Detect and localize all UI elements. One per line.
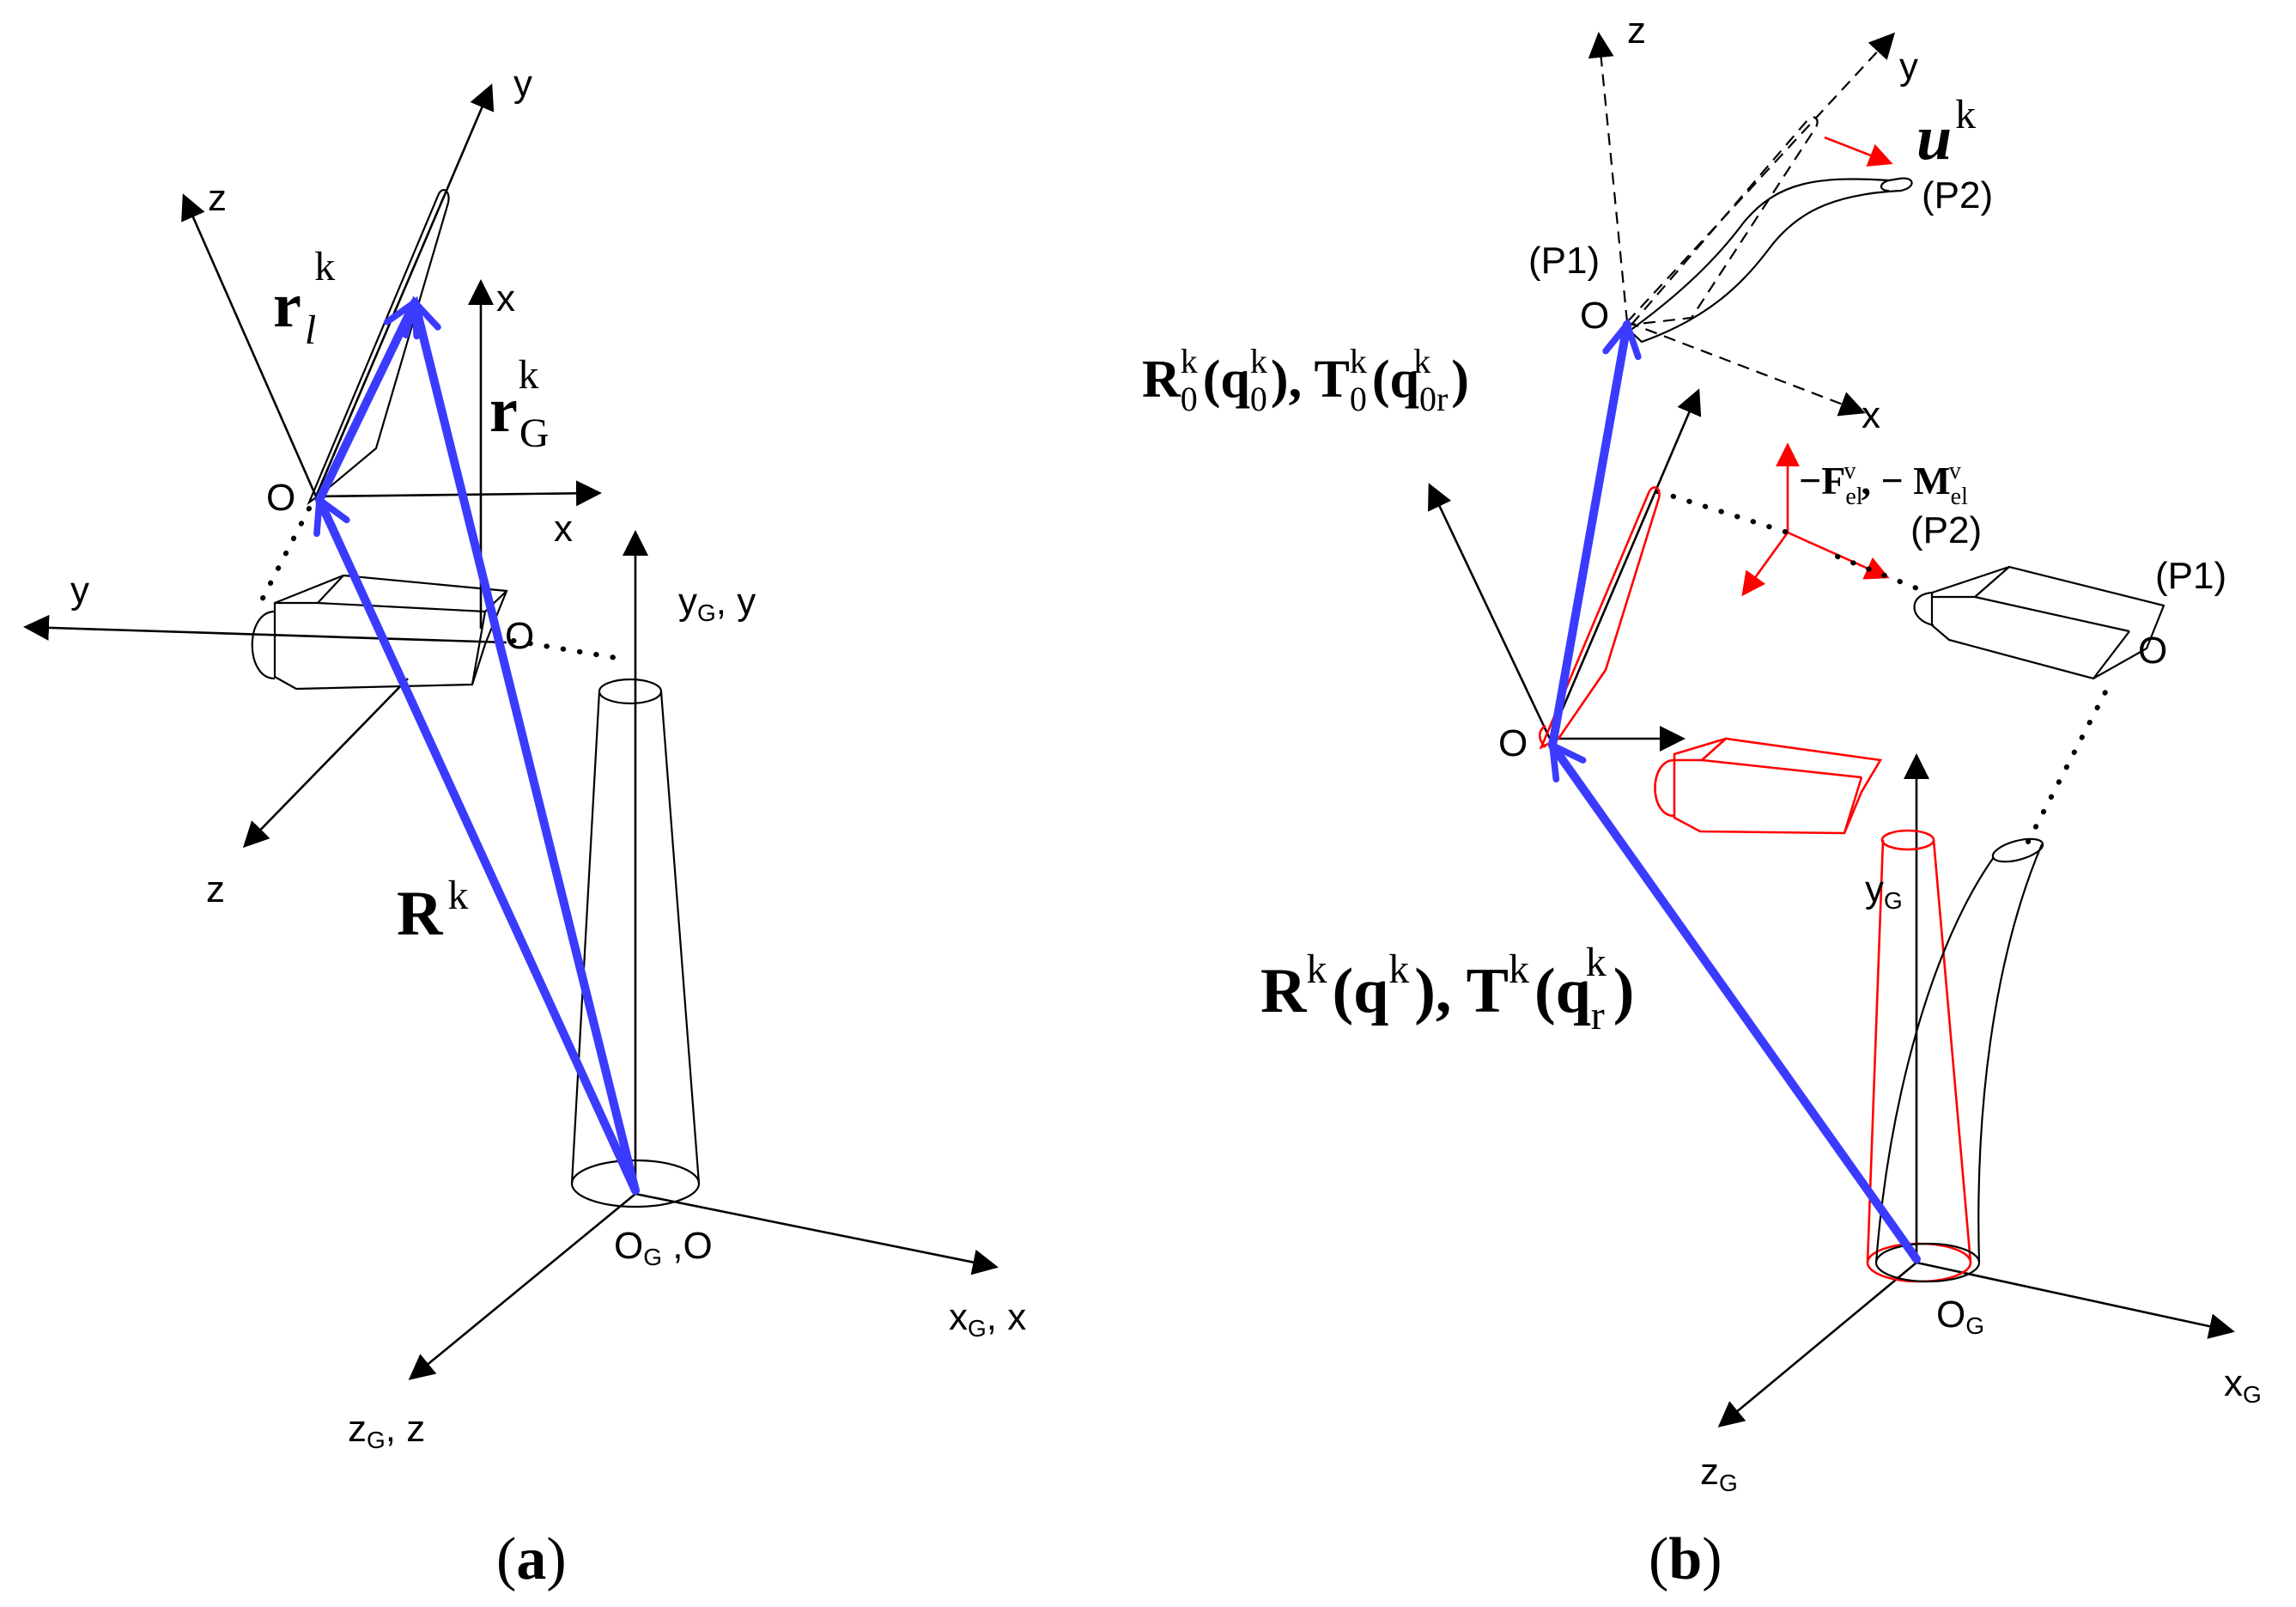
label-b-zG: zG bbox=[1700, 1451, 1738, 1496]
b-vector-R bbox=[1548, 746, 1921, 1263]
b-lower-y-axis bbox=[1548, 388, 1702, 740]
label-b-force: −Felv, − Melv bbox=[1799, 458, 1968, 510]
panel-b-nacelle-undeformed bbox=[1654, 737, 1883, 835]
label-b-O-top: O bbox=[1580, 295, 1609, 337]
blade-z-axis bbox=[181, 193, 318, 497]
label-b-eq1: R0k(q0k), T0k(q0rk) bbox=[1142, 342, 1469, 418]
label-u: uk bbox=[1916, 92, 1976, 173]
label-b-y-top: y bbox=[1899, 46, 1918, 88]
panel-b-nacelle-deformed bbox=[1913, 565, 2165, 680]
b-upper-y-axis bbox=[1626, 32, 1896, 323]
label-a-x-right: x bbox=[554, 508, 573, 550]
b-upper-z-axis bbox=[1588, 32, 1629, 323]
panel-b-blade-axes-upper bbox=[1588, 32, 1896, 417]
panel-a: y z x x O O y z yG, y OG ,O xG, x zG, z … bbox=[23, 63, 1026, 1592]
label-b-P2-top: (P2) bbox=[1922, 174, 1993, 216]
label-rl: rlk bbox=[273, 244, 335, 353]
b-dotted-mid-2 bbox=[1835, 554, 1926, 593]
vector-rl bbox=[315, 302, 415, 504]
displacement-u-arrow bbox=[1824, 136, 1893, 167]
label-b-z-top: z bbox=[1627, 9, 1646, 52]
label-a-O-upper: O bbox=[266, 477, 295, 519]
panel-b-blade-root bbox=[1538, 724, 1546, 748]
b-upper-x-axis bbox=[1626, 320, 1866, 417]
label-a-xG: xG, x bbox=[949, 1296, 1026, 1342]
label-b-x-dash: x bbox=[1862, 394, 1880, 436]
panel-a-blade-axes bbox=[181, 83, 602, 629]
panel-b-blade-undeformed bbox=[1539, 486, 1661, 750]
label-b-O-right: O bbox=[2138, 630, 2167, 672]
label-b-P1-right: (P1) bbox=[2155, 555, 2226, 597]
b-lower-z-axis bbox=[1428, 483, 1552, 740]
caption-b: (b) bbox=[1649, 1526, 1722, 1592]
label-a-y-top: y bbox=[513, 63, 532, 105]
b-dotted-tower-link bbox=[2026, 685, 2111, 844]
blade-y-axis bbox=[314, 83, 495, 497]
nacelle-z-axis bbox=[242, 678, 409, 849]
label-a-x-mid: x bbox=[496, 277, 515, 320]
label-a-z-top: z bbox=[208, 177, 227, 219]
label-b-O-left: O bbox=[1498, 722, 1528, 764]
label-b-OG: OG bbox=[1936, 1294, 1984, 1339]
panel-a-global-axes bbox=[408, 530, 999, 1380]
force-left-arrow bbox=[1741, 532, 1789, 597]
label-b-P2-mid: (P2) bbox=[1910, 509, 1982, 551]
b-dotted-mid-1 bbox=[1655, 489, 1790, 535]
panel-a-blade bbox=[307, 189, 450, 506]
b-zG-axis bbox=[1717, 1261, 1917, 1427]
dotted-link-1 bbox=[253, 506, 312, 614]
label-a-zG: zG, z bbox=[348, 1408, 425, 1453]
panel-b-tower-deformed bbox=[1874, 837, 2044, 1283]
nacelle-y-axis bbox=[23, 614, 507, 644]
blade-x-axis bbox=[315, 480, 602, 507]
label-a-yG: yG, y bbox=[678, 581, 756, 626]
label-a-OG: OG ,O bbox=[614, 1225, 713, 1270]
zG-axis bbox=[408, 1192, 636, 1380]
vector-R bbox=[319, 500, 640, 1195]
panel-a-tower bbox=[570, 678, 701, 1208]
dotted-link-2 bbox=[511, 638, 629, 662]
panel-b-blade-axes-lower bbox=[1428, 388, 1702, 752]
label-a-O-mid: O bbox=[505, 615, 534, 657]
label-b-xG: xG bbox=[2224, 1362, 2262, 1408]
label-a-y-left: y bbox=[70, 569, 89, 612]
panel-b: z y x uk (P2) (P1) O R0k(q0k), T0k(q0rk)… bbox=[1142, 9, 2262, 1592]
label-b-eq2: Rk(qk), Tk(qrk) bbox=[1260, 940, 1634, 1038]
vector-rG bbox=[415, 302, 640, 1195]
panel-b-blade-upper-undeformed bbox=[1629, 116, 1819, 326]
label-a-z-left: z bbox=[206, 868, 225, 910]
xG-axis bbox=[635, 1192, 999, 1275]
label-rG: rGk bbox=[489, 352, 550, 456]
label-b-P1-top: (P1) bbox=[1528, 240, 1600, 282]
caption-a: (a) bbox=[496, 1526, 567, 1592]
b-vector-R0 bbox=[1548, 325, 1627, 750]
label-b-yG: yG bbox=[1865, 868, 1903, 914]
panel-a-nacelle-axes bbox=[23, 614, 507, 849]
panel-b-blade-tip bbox=[1880, 179, 1890, 192]
panel-b-blade-upper-deformed bbox=[1628, 177, 1913, 344]
